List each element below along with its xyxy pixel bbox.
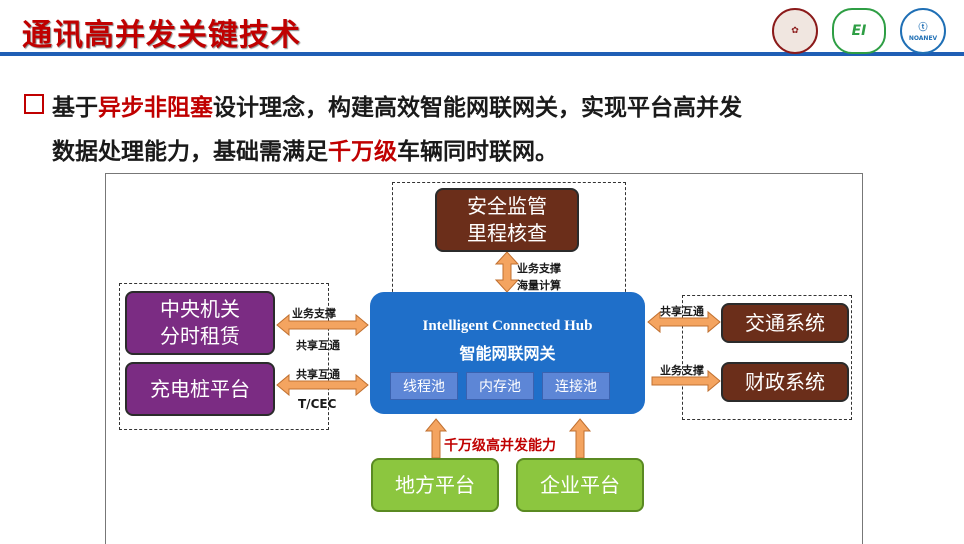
top-double-arrow — [494, 251, 520, 293]
memory-pool: 内存池 — [466, 372, 534, 400]
left-double-arrow-2 — [276, 373, 369, 397]
intro-highlight: 千万级 — [328, 139, 397, 165]
diagram-frame — [105, 173, 863, 544]
bottom-up-arrow-1 — [424, 418, 448, 459]
box-label: 里程核查 — [467, 221, 547, 245]
right-arrow1-label: 共享互通 — [660, 305, 704, 318]
left-arrow1-label-1: 业务支撑 — [292, 307, 336, 320]
title-underline — [0, 52, 964, 56]
intro-highlight: 异步非阻塞 — [98, 95, 213, 121]
connection-pool: 连接池 — [542, 372, 610, 400]
thread-pool: 线程池 — [390, 372, 458, 400]
central-agency-box: 中央机关分时租赁 — [125, 291, 275, 355]
finance-system-box: 财政系统 — [721, 362, 849, 402]
intro-line-1: 基于异步非阻塞设计理念，构建高效智能网联网关，实现平台高并发 — [24, 88, 742, 122]
noanev-text: NOANEV — [908, 35, 938, 42]
ei-logo: EI — [832, 8, 886, 54]
intro-text: 车辆同时联网。 — [397, 139, 558, 165]
logo-group: ✿ EI ⓣ NOANEV — [772, 8, 946, 54]
traffic-system-box: 交通系统 — [721, 303, 849, 343]
box-label: 分时租赁 — [160, 324, 240, 348]
top-arrow-label-2: 海量计算 — [517, 279, 561, 292]
left-arrow1-label-2: 共享互通 — [296, 339, 340, 352]
intro-text: 设计理念，构建高效智能网联网关，实现平台高并发 — [213, 95, 742, 121]
square-bullet-icon — [24, 94, 44, 114]
left-arrow2-label-1: 共享互通 — [296, 368, 340, 381]
hub-english-title: Intelligent Connected Hub — [422, 318, 593, 334]
university-seal-logo: ✿ — [772, 8, 818, 54]
security-supervision-box: 安全监管里程核查 — [435, 188, 579, 252]
intelligent-hub: Intelligent Connected Hub 智能网联网关 线程池 内存池… — [370, 292, 645, 414]
right-single-arrow — [651, 369, 721, 393]
right-arrow2-label: 业务支撑 — [660, 364, 704, 377]
right-dashed-group — [682, 295, 852, 420]
intro-line-2: 数据处理能力，基础需满足千万级车辆同时联网。 — [52, 132, 558, 166]
bottom-capacity-label: 千万级高并发能力 — [444, 438, 556, 454]
charging-platform-box: 充电桩平台 — [125, 362, 275, 416]
left-arrow2-label-2: T/CEC — [298, 397, 337, 411]
noanev-mark-icon: ⓣ — [918, 23, 928, 33]
enterprise-platform-box: 企业平台 — [516, 458, 644, 512]
page-title: 通讯高并发关键技术 — [22, 18, 301, 53]
box-label: 中央机关 — [160, 297, 240, 321]
left-double-arrow-1 — [276, 313, 369, 337]
intro-text: 数据处理能力，基础需满足 — [52, 139, 328, 165]
local-platform-box: 地方平台 — [371, 458, 499, 512]
box-label: 安全监管 — [467, 194, 547, 218]
left-dashed-group — [119, 283, 329, 430]
bottom-up-arrow-2 — [568, 418, 592, 459]
intro-text: 基于 — [52, 95, 98, 121]
seal-icon: ✿ — [791, 26, 799, 36]
right-double-arrow — [647, 310, 721, 334]
noanev-logo: ⓣ NOANEV — [900, 8, 946, 54]
top-arrow-label-1: 业务支撑 — [517, 262, 561, 275]
hub-chinese-title: 智能网联网关 — [459, 344, 556, 363]
